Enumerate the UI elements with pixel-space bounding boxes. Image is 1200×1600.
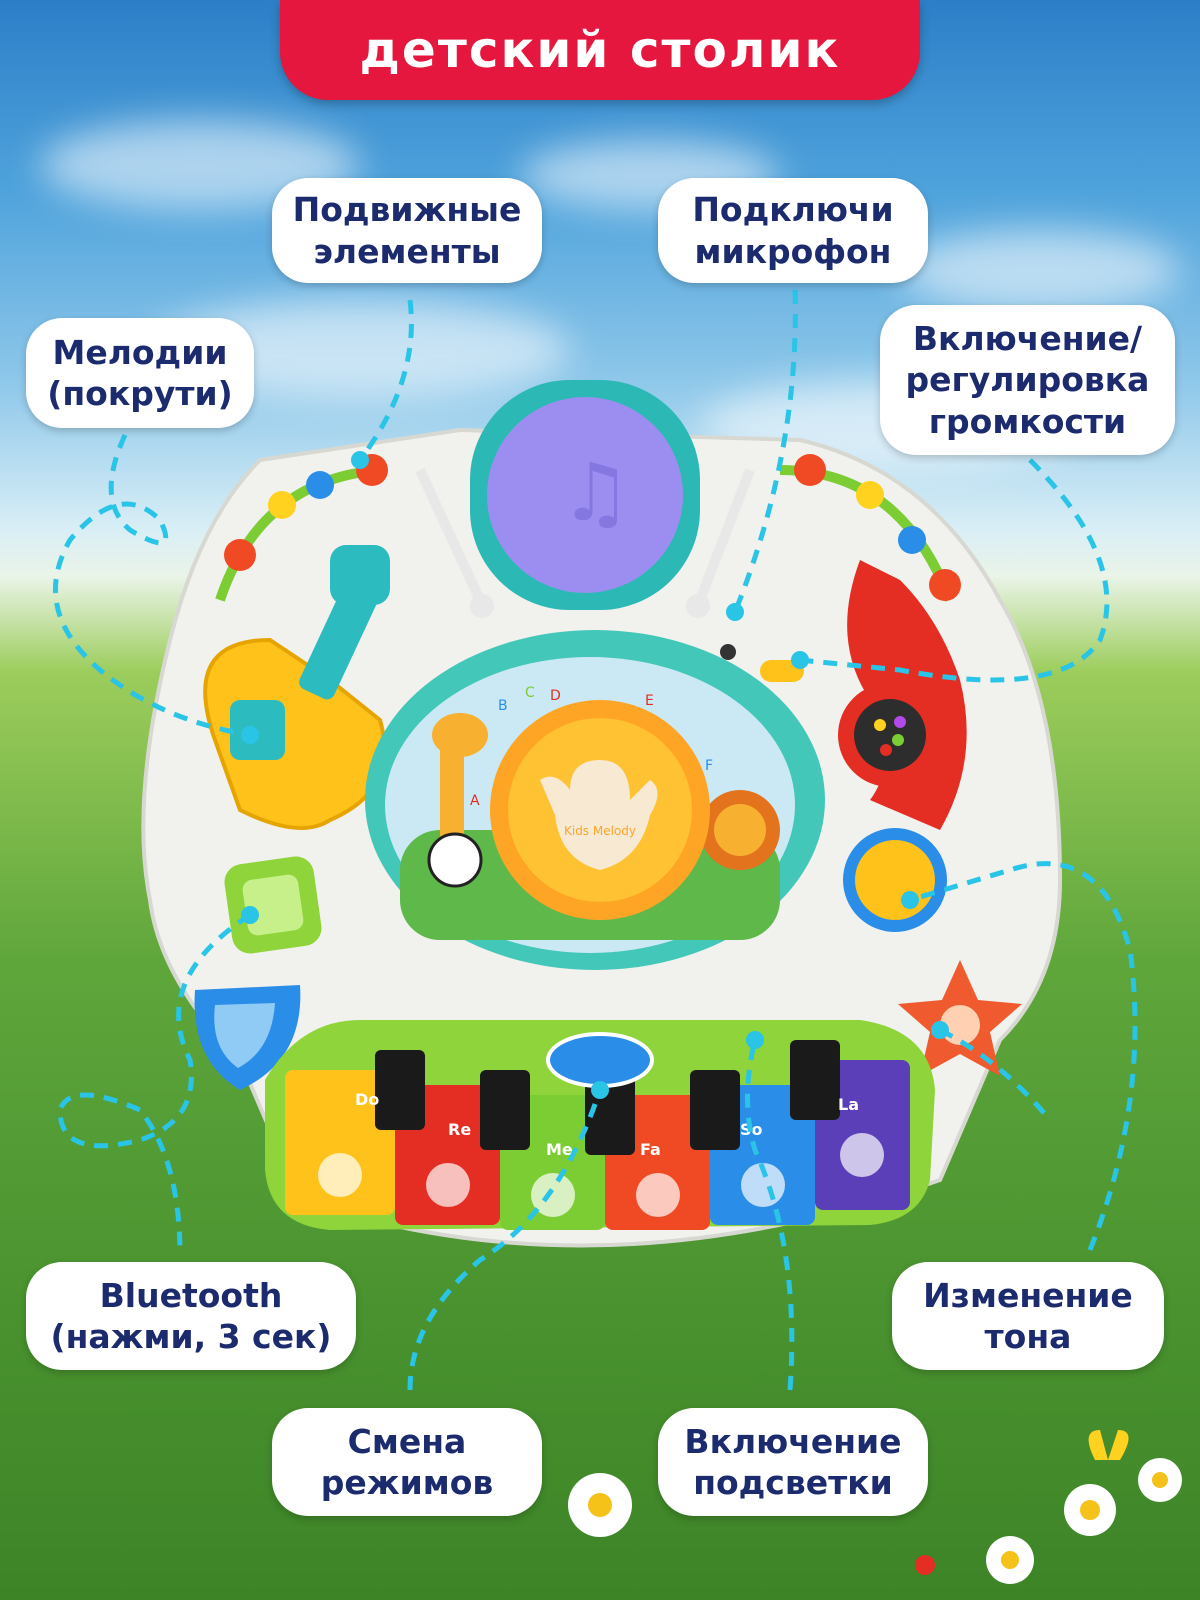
label-tone-change: Изменение тона [892, 1262, 1164, 1370]
key-animal-face [636, 1173, 680, 1217]
leader-dot [241, 726, 259, 744]
daisy-center [588, 1493, 612, 1517]
guitar-knob [230, 700, 285, 760]
piano-key-label: Re [448, 1120, 471, 1139]
round-button-face [855, 840, 935, 920]
bluetooth-button-face [242, 874, 304, 936]
guitar-head [330, 545, 390, 605]
daisy-center [1001, 1551, 1019, 1569]
leader-modes [407, 1089, 603, 1391]
leader-tone [909, 861, 1138, 1251]
daisy-center [1080, 1500, 1100, 1520]
center-logo: Kids Melody [564, 824, 636, 838]
panda [427, 832, 483, 888]
leader-volume [799, 458, 1110, 683]
bead [856, 481, 884, 509]
daisy-center [1152, 1472, 1168, 1488]
butterfly [1088, 1430, 1129, 1460]
piano-key-label: Me [546, 1140, 573, 1159]
piano-black-key [480, 1070, 530, 1150]
leader-lines [53, 289, 1138, 1391]
triangle-button-face [214, 1003, 275, 1068]
leader-star [938, 1027, 1052, 1122]
scene-letter: D [550, 688, 561, 704]
piano-black-key [690, 1070, 740, 1150]
leader-dot [746, 1031, 764, 1049]
leader-dots [241, 451, 949, 1099]
horn-balls [854, 699, 926, 771]
piano-key-label: Do [355, 1090, 379, 1109]
bead [929, 569, 961, 601]
bead [306, 471, 334, 499]
drumstick-tip [470, 594, 494, 618]
key-animal-face [318, 1153, 362, 1197]
scene-letter: B [498, 698, 508, 714]
mode-button [546, 1032, 654, 1088]
horn-ball [880, 744, 892, 756]
lion-face [714, 804, 766, 856]
sky-cloud [900, 230, 1180, 310]
leader-dot [791, 651, 809, 669]
drumstick-tip [686, 594, 710, 618]
scene-letter: C [525, 685, 535, 701]
scene-letter: E [645, 693, 654, 709]
label-movable-elements: Подвижные элементы [272, 178, 542, 283]
bead [268, 491, 296, 519]
title-banner: Детский столик [280, 0, 920, 100]
leader-dot [591, 1081, 609, 1099]
leader-dot [351, 451, 369, 469]
giraffe-head [432, 713, 488, 757]
bead [224, 539, 256, 571]
key-animal-face [840, 1133, 884, 1177]
label-volume: Включение/ регулировка громкости [880, 305, 1175, 455]
drumstick [415, 467, 485, 603]
page-title: Детский столик [359, 21, 841, 79]
label-backlight: Включение подсветки [658, 1408, 928, 1516]
piano-black-key [375, 1050, 425, 1130]
scene-letter: A [470, 793, 480, 809]
bead [794, 454, 826, 486]
hand-print [540, 760, 658, 870]
leader-dot [726, 603, 744, 621]
leader-dot [241, 906, 259, 924]
leader-dot [901, 891, 919, 909]
mic-jack [720, 644, 736, 660]
piano-key-label: La [838, 1095, 859, 1114]
key-animal-face [531, 1173, 575, 1217]
scene-letter: F [705, 758, 713, 774]
label-mode-change: Смена режимов [272, 1408, 542, 1516]
leader-backlight [745, 1039, 795, 1391]
label-connect-microphone: Подключи микрофон [658, 178, 928, 283]
ladybug [915, 1555, 935, 1575]
drum-notes: ♫ [560, 446, 632, 539]
piano-key-label: Fa [640, 1140, 661, 1159]
horn-ball [894, 716, 906, 728]
horn-ball [874, 719, 886, 731]
drumstick [695, 468, 755, 602]
piano-black-key [790, 1040, 840, 1120]
daisy-flowers [568, 1430, 1182, 1584]
piano-key [285, 1070, 395, 1215]
key-animal-face [426, 1163, 470, 1207]
leader-dot [931, 1021, 949, 1039]
bead [898, 526, 926, 554]
leader-movable [357, 299, 414, 462]
drum-head [473, 383, 697, 607]
horn-ball [892, 734, 904, 746]
label-bluetooth: Bluetooth (нажми, 3 сек) [26, 1262, 356, 1370]
giraffe-neck [440, 740, 464, 850]
label-melodies: Мелодии (покрути) [26, 318, 254, 428]
